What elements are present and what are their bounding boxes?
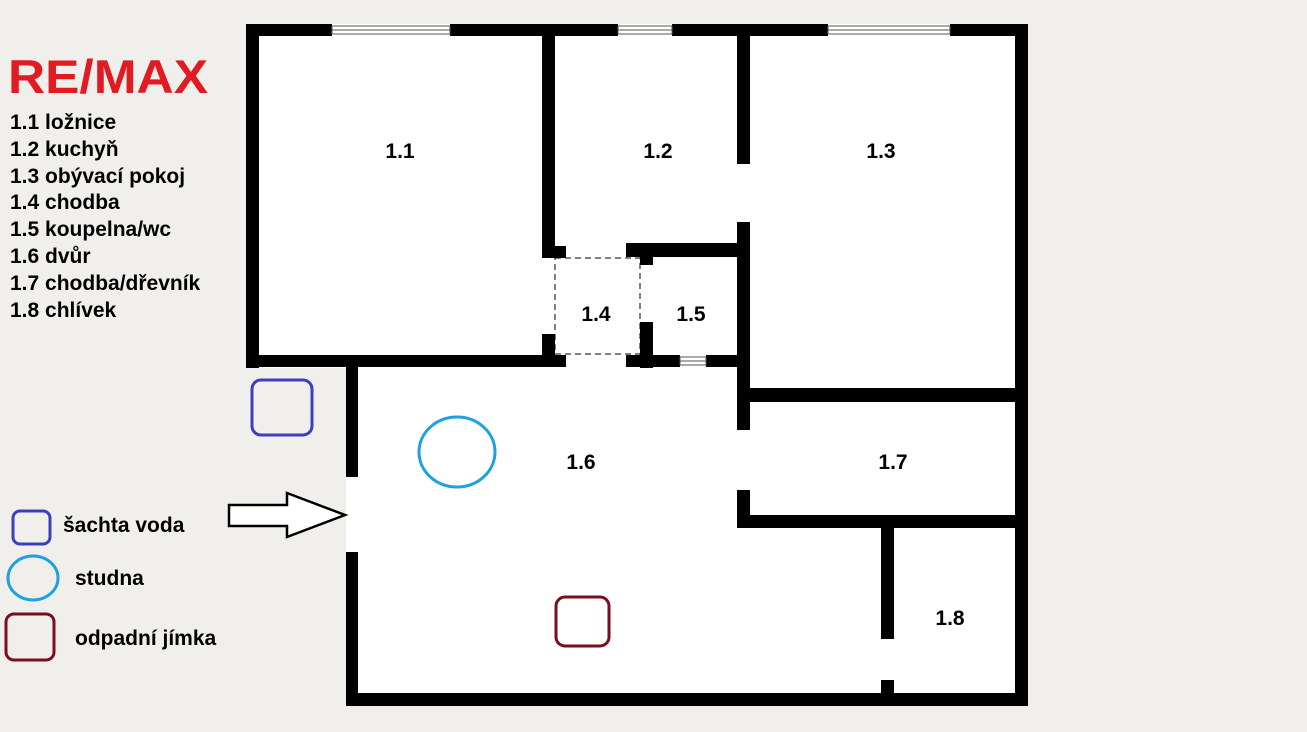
room-label-1-1: 1.1 — [385, 140, 415, 163]
legend-water-shaft-icon — [11, 509, 52, 546]
cesspit-marker-icon — [554, 595, 611, 648]
walls — [246, 24, 1028, 706]
well-marker-icon — [417, 415, 497, 489]
room-label-1-5: 1.5 — [676, 303, 706, 326]
room-label-1-4: 1.4 — [581, 303, 611, 326]
room-legend: 1.1 ložnice 1.2 kuchyň 1.3 obývací pokoj… — [10, 110, 200, 324]
entrance-arrow-icon — [227, 491, 349, 539]
legend-item: 1.4 chodba — [10, 191, 120, 215]
legend-well-label: studna — [75, 567, 144, 590]
hallway-dashed-outline — [554, 257, 641, 355]
legend-cesspit-label: odpadní jímka — [75, 627, 217, 650]
legend-item: 1.1 ložnice — [10, 111, 117, 134]
room-label-1-7: 1.7 — [878, 451, 908, 474]
legend-item: 1.3 obývací pokoj — [10, 164, 186, 188]
legend-cesspit-icon — [4, 612, 56, 662]
legend-item: 1.7 chodba/dřevník — [10, 271, 201, 295]
legend-item: 1.5 koupelna/wc — [10, 218, 172, 242]
legend-item: 1.2 kuchyň — [10, 137, 119, 161]
water-shaft-marker-icon — [250, 378, 314, 437]
room-label-1-8: 1.8 — [935, 607, 965, 630]
legend-water-shaft-label: šachta voda — [63, 514, 185, 537]
legend-item: 1.6 dvůr — [10, 244, 91, 268]
room-label-1-3: 1.3 — [866, 140, 896, 163]
remax-logo: RE/MAX — [8, 50, 208, 103]
room-label-1-6: 1.6 — [566, 451, 596, 474]
legend-item: 1.8 chlívek — [10, 298, 117, 322]
legend-well-icon — [6, 554, 60, 602]
windows — [331, 25, 951, 366]
room-label-1-2: 1.2 — [643, 140, 673, 163]
